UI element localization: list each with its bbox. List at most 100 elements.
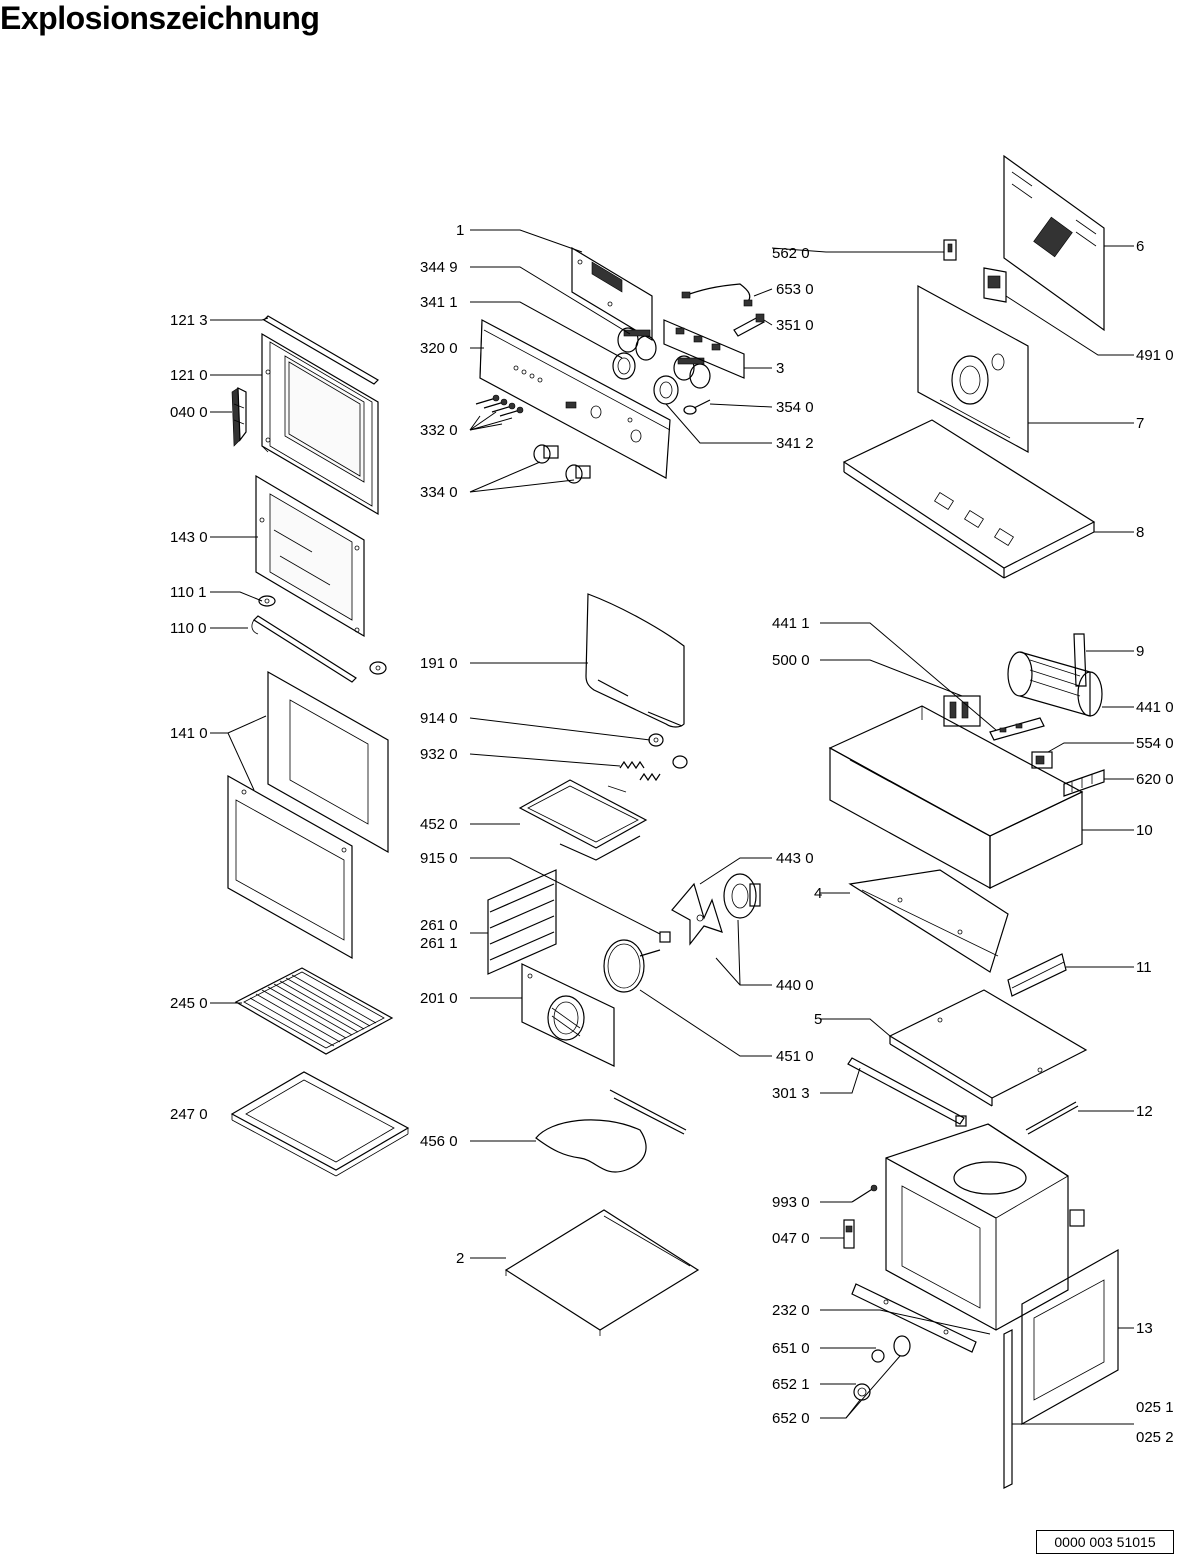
label-653-0: 653 0 bbox=[776, 281, 814, 298]
label-025-1: 025 1 bbox=[1136, 1399, 1174, 1416]
label-491-0: 491 0 bbox=[1136, 347, 1174, 364]
oven-lamp-part bbox=[853, 1335, 911, 1401]
label-456-0: 456 0 bbox=[420, 1133, 458, 1150]
label-440-0: 440 0 bbox=[776, 977, 814, 994]
label-7: 7 bbox=[1136, 415, 1144, 432]
label-452-0: 452 0 bbox=[420, 816, 458, 833]
fan-mount-part bbox=[989, 717, 1045, 741]
label-652-0: 652 0 bbox=[772, 1410, 810, 1427]
grill-heater-part bbox=[535, 1089, 687, 1173]
rear-cover-part bbox=[1003, 154, 1105, 332]
label-110-1: 110 1 bbox=[170, 584, 206, 601]
baking-tray-part bbox=[230, 1071, 410, 1177]
label-121-3: 121 3 bbox=[170, 312, 208, 329]
label-040-0: 040 0 bbox=[170, 404, 208, 421]
label-143-0: 143 0 bbox=[170, 529, 208, 546]
knob-ring-part-2 bbox=[653, 375, 679, 405]
label-261-0: 261 0 bbox=[420, 917, 458, 934]
label-620-0: 620 0 bbox=[1136, 771, 1174, 788]
hinge-receiver-part bbox=[843, 1219, 855, 1249]
knob-screw-part bbox=[683, 399, 711, 415]
mounting-strip-part bbox=[1007, 953, 1067, 997]
oven-side-panel-part bbox=[1021, 1248, 1119, 1426]
control-front-panel-part bbox=[479, 319, 671, 479]
side-shelf-rail-part bbox=[487, 869, 557, 975]
fuse-holder-part bbox=[983, 267, 1007, 303]
fan-motor-part bbox=[723, 873, 761, 919]
label-915-0: 915 0 bbox=[420, 850, 458, 867]
indicator-light-pipes-part bbox=[475, 394, 524, 417]
label-332-0: 332 0 bbox=[420, 422, 458, 439]
document-number: 0000 003 51015 bbox=[1036, 1530, 1174, 1554]
ring-heater-part bbox=[603, 939, 661, 993]
thermostat-part bbox=[733, 313, 765, 337]
label-4: 4 bbox=[814, 885, 822, 902]
door-glass-frame-part bbox=[255, 474, 365, 638]
label-025-2: 025 2 bbox=[1136, 1429, 1174, 1446]
label-301-3: 301 3 bbox=[772, 1085, 810, 1102]
label-245-0: 245 0 bbox=[170, 995, 208, 1012]
top-plate-part bbox=[842, 419, 1096, 579]
label-451-0: 451 0 bbox=[776, 1048, 814, 1065]
door-top-strip-part bbox=[263, 315, 379, 385]
label-651-0: 651 0 bbox=[772, 1340, 810, 1357]
label-3: 3 bbox=[776, 360, 784, 377]
part-labels: 121 3 121 0 040 0 143 0 110 1 110 0 141 … bbox=[170, 222, 1174, 1446]
label-9: 9 bbox=[1136, 643, 1144, 660]
door-guide-rod-part bbox=[1003, 1329, 1013, 1489]
label-5: 5 bbox=[814, 1011, 822, 1028]
door-inner-frame-part bbox=[261, 332, 379, 516]
front-strip-part bbox=[851, 1283, 977, 1353]
selector-switch-part-2 bbox=[673, 355, 711, 389]
outer-door-glass-part bbox=[227, 670, 389, 960]
fan-cover-part bbox=[521, 963, 615, 1067]
label-10: 10 bbox=[1136, 822, 1153, 839]
label-351-0: 351 0 bbox=[776, 317, 814, 334]
label-441-0: 441 0 bbox=[1136, 699, 1174, 716]
label-341-2: 341 2 bbox=[776, 435, 814, 452]
bottom-plate-part bbox=[504, 1209, 700, 1336]
connector-part bbox=[1063, 769, 1105, 797]
label-121-0: 121 0 bbox=[170, 367, 208, 384]
label-993-0: 993 0 bbox=[772, 1194, 810, 1211]
label-500-0: 500 0 bbox=[772, 652, 810, 669]
label-232-0: 232 0 bbox=[772, 1302, 810, 1319]
door-hinge-part bbox=[231, 387, 247, 447]
page-title: Explosionszeichnung bbox=[0, 0, 320, 36]
fan-blade-part bbox=[671, 882, 723, 946]
oven-door-seal-part bbox=[585, 593, 685, 728]
heater-spring-part bbox=[619, 755, 688, 782]
label-247-0: 247 0 bbox=[170, 1106, 208, 1123]
label-1: 1 bbox=[456, 222, 464, 239]
label-191-0: 191 0 bbox=[420, 655, 458, 672]
label-110-0: 110 0 bbox=[170, 620, 206, 637]
wire-rack-part bbox=[234, 967, 394, 1055]
label-11: 11 bbox=[1136, 959, 1152, 976]
label-6: 6 bbox=[1136, 238, 1144, 255]
label-652-1: 652 1 bbox=[772, 1376, 810, 1393]
fan-bracket-part bbox=[1073, 633, 1087, 687]
support-rod-part bbox=[1025, 1101, 1079, 1135]
knob-ring-part bbox=[612, 352, 636, 380]
label-261-1: 261 1 bbox=[420, 935, 458, 952]
control-board-part bbox=[571, 246, 653, 342]
label-141-0: 141 0 bbox=[170, 725, 208, 742]
label-914-0: 914 0 bbox=[420, 710, 458, 727]
label-554-0: 554 0 bbox=[1136, 735, 1174, 752]
label-562-0: 562 0 bbox=[772, 245, 810, 262]
fixing-screw-part bbox=[851, 1184, 878, 1203]
label-344-9: 344 9 bbox=[420, 259, 458, 276]
label-443-0: 443 0 bbox=[776, 850, 814, 867]
label-441-1: 441 1 bbox=[772, 615, 810, 632]
door-handle-part bbox=[251, 615, 387, 683]
label-320-0: 320 0 bbox=[420, 340, 458, 357]
label-932-0: 932 0 bbox=[420, 746, 458, 763]
label-341-1: 341 1 bbox=[420, 294, 458, 311]
socket-part bbox=[648, 733, 664, 747]
leader-lines bbox=[210, 229, 1134, 1425]
label-334-0: 334 0 bbox=[420, 484, 458, 501]
side-panel-part bbox=[848, 869, 1009, 973]
label-8: 8 bbox=[1136, 524, 1144, 541]
electronics-housing-part bbox=[828, 705, 1084, 890]
relay-part bbox=[1031, 751, 1053, 769]
